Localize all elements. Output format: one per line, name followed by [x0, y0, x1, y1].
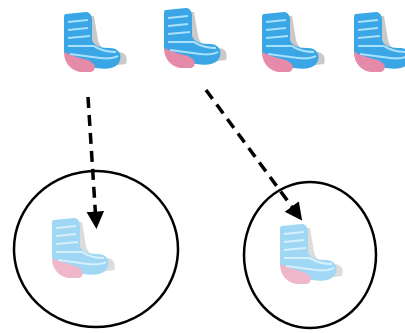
sock-icon — [64, 12, 127, 72]
dashed-arrow-right — [206, 90, 298, 215]
sock-icon — [262, 12, 325, 72]
sock-icon — [164, 8, 227, 68]
sock-icon-faded — [280, 224, 343, 284]
sock-icon-faded — [52, 218, 115, 278]
sock-icon — [354, 12, 405, 72]
target-circle-left — [14, 171, 178, 327]
dashed-arrow-left — [88, 97, 96, 222]
